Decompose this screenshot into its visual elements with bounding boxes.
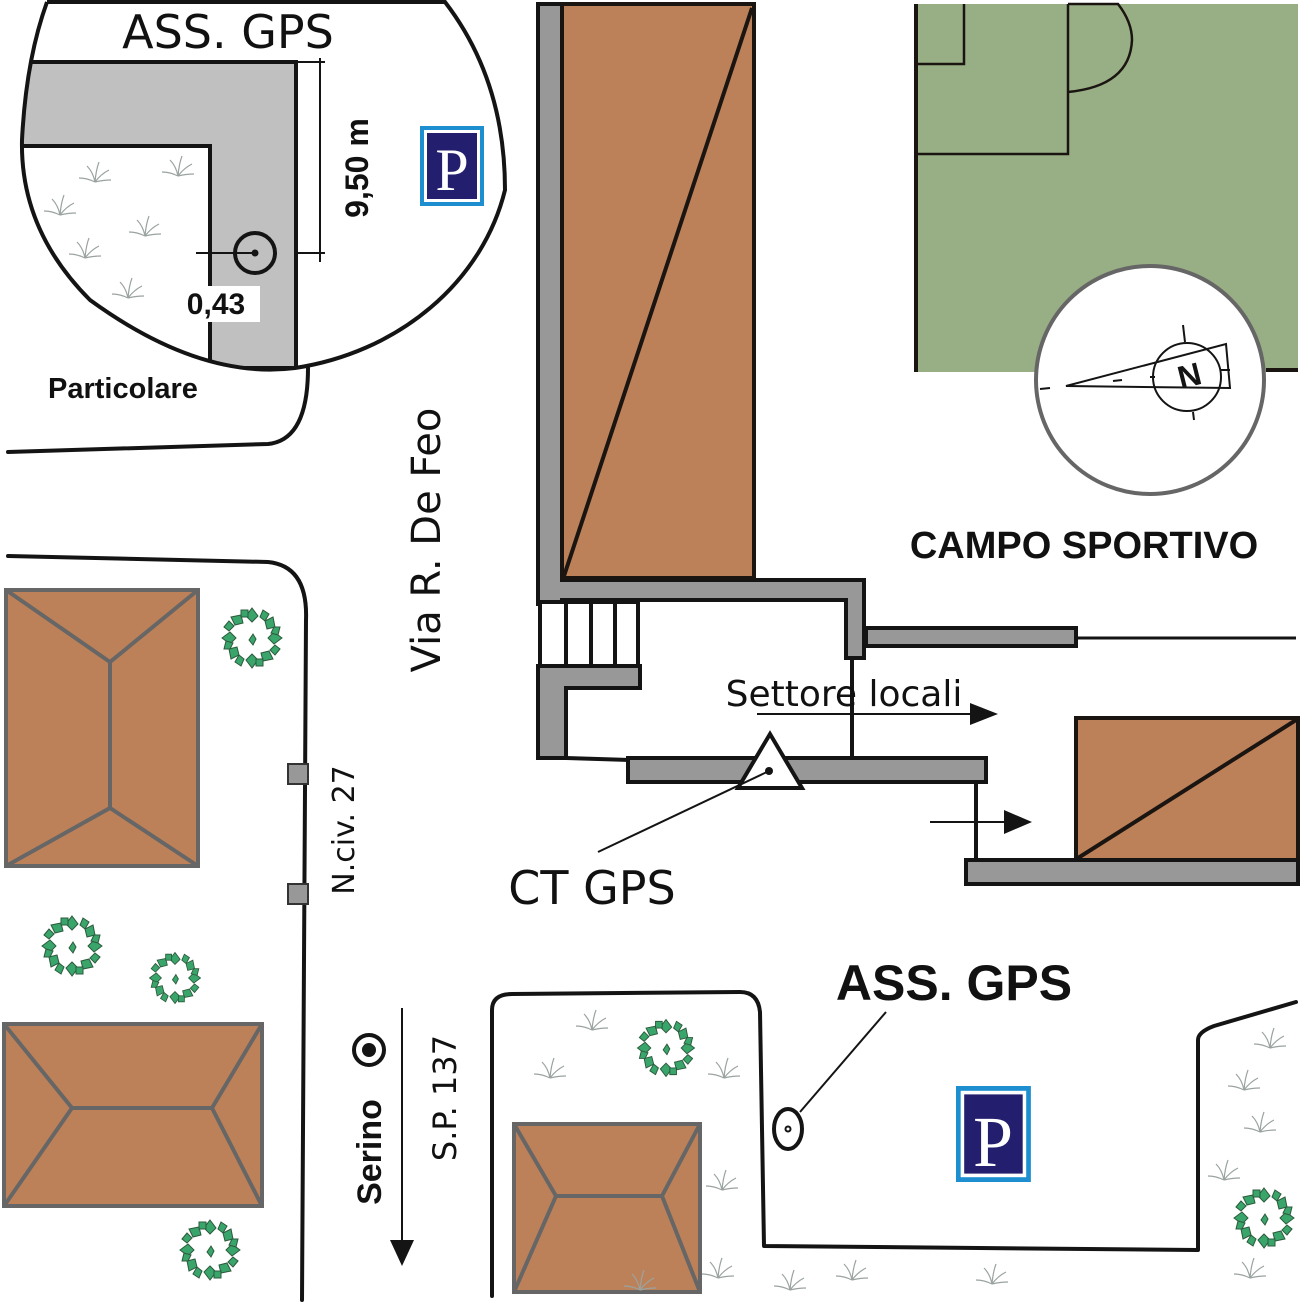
gps-point-icon: [233, 231, 277, 275]
grass-icon: [43, 194, 77, 216]
building-secondary: [1074, 716, 1300, 862]
grass-icon: [705, 1169, 739, 1191]
entry-arrow-icon: [930, 810, 1032, 834]
grass-icon: [1243, 1111, 1277, 1133]
grass-icon: [835, 1259, 869, 1281]
steps: [538, 600, 640, 670]
tree-icon: [41, 915, 103, 977]
gate-pillar: [287, 763, 309, 785]
inset-detail: 0,43 9,50 m ASS. GPS P Particolare: [19, 0, 508, 405]
house: [512, 1122, 702, 1294]
inset-circle-outline: [19, 0, 508, 372]
house: [2, 1022, 264, 1208]
sector-arrow-icon: [757, 703, 998, 725]
north-arrow-icon: N: [1034, 264, 1266, 496]
gps-point-icon: [772, 1107, 804, 1151]
road-edge: [6, 366, 310, 454]
direction-arrow-icon: [390, 1008, 414, 1266]
grass-icon: [533, 1057, 567, 1079]
grass-icon: [575, 1009, 609, 1031]
grass-icon: [707, 1057, 741, 1079]
grass-icon: [111, 277, 145, 299]
grass-icon: [1233, 1257, 1267, 1279]
road-number: S.P. 137: [426, 1035, 464, 1161]
wall: [964, 858, 1300, 886]
tree-icon: [149, 952, 201, 1004]
inset-distance-vertical: 9,50 m: [339, 118, 375, 218]
town-point-icon: [352, 1033, 386, 1067]
ct-leader-line: [597, 770, 770, 853]
grass-icon: [701, 1257, 735, 1279]
tree-icon: [179, 1219, 241, 1281]
grass-icon: [68, 237, 102, 259]
wall: [864, 626, 1078, 648]
building-main: [560, 2, 756, 580]
direction-town: Serino: [351, 1099, 389, 1205]
ass-leader-line: [799, 1011, 887, 1113]
tree-icon: [1233, 1187, 1295, 1249]
tree-icon: [637, 1019, 695, 1077]
gate-pillar: [287, 883, 309, 905]
sports-field-label: CAMPO SPORTIVO: [910, 525, 1258, 567]
grass-icon: [78, 161, 112, 183]
parking-boundary: [490, 990, 1298, 1298]
ass-gps-label: ASS. GPS: [836, 955, 1072, 1011]
grass-icon: [773, 1269, 807, 1291]
inset-title: ASS. GPS: [122, 5, 334, 59]
street-name: Via R. De Feo: [404, 408, 450, 673]
wall: [536, 664, 642, 760]
grass-icon: [1227, 1069, 1261, 1091]
civic-number: N.civ. 27: [327, 765, 362, 894]
ct-gps-label: CT GPS: [508, 861, 675, 915]
parking-icon: P: [420, 126, 484, 206]
inset-caption: Particolare: [48, 373, 198, 405]
svg-text:P: P: [973, 1102, 1013, 1182]
tree-icon: [221, 607, 283, 669]
wall: [626, 756, 988, 784]
sector-label: Settore locali: [726, 674, 963, 715]
svg-text:P: P: [435, 137, 468, 203]
inset-distance-horizontal: 0,43: [187, 288, 245, 321]
grass-icon: [1207, 1159, 1241, 1181]
road-edge-via-de-feo: [6, 554, 309, 1302]
grass-icon: [975, 1263, 1009, 1285]
grass-icon: [1253, 1027, 1287, 1049]
grass-icon: [161, 155, 195, 177]
grass-icon: [128, 215, 162, 237]
house: [4, 588, 200, 868]
parking-icon: P: [956, 1086, 1031, 1182]
